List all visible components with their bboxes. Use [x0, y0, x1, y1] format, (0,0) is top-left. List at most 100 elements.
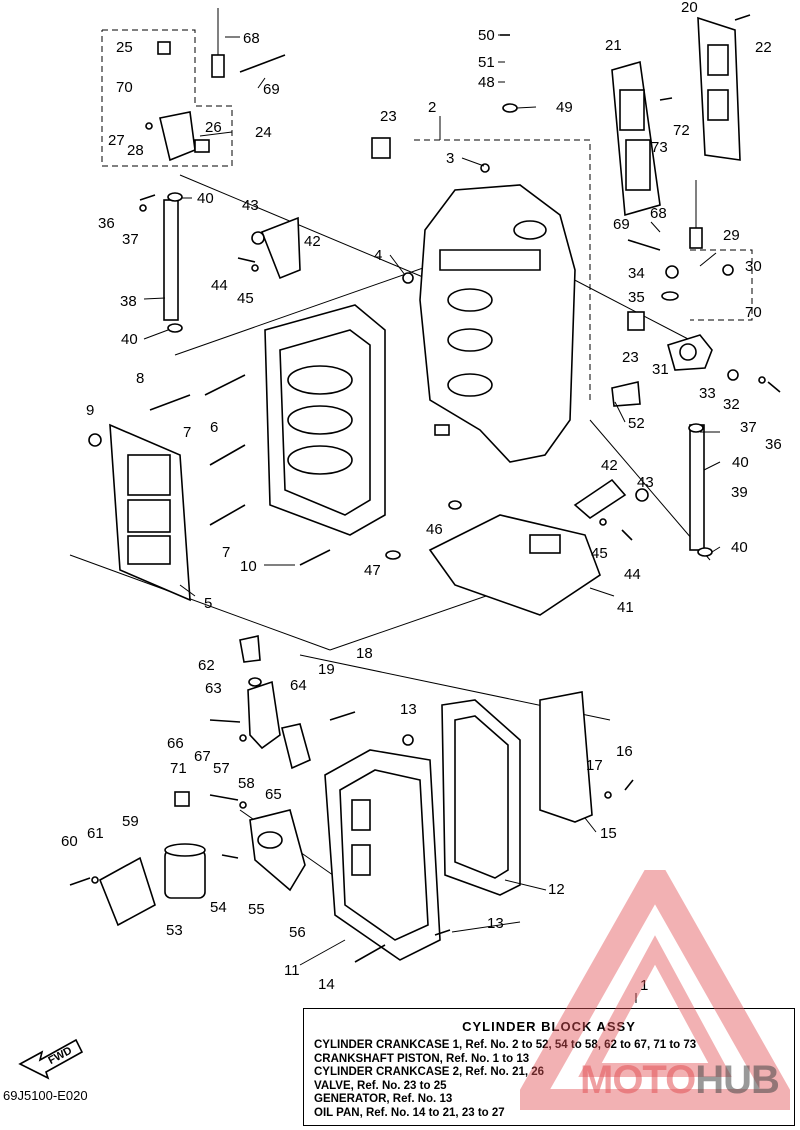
callout-label: 13 [400, 701, 417, 718]
exhaust-cover-part [611, 16, 741, 217]
leader-lines [143, 34, 721, 1003]
watermark-text-part-a: MOTO [580, 1058, 696, 1102]
callout-label: 21 [605, 37, 622, 54]
legend-box: CYLINDER BLOCK ASSY CYLINDER CRANKCASE 1… [303, 1008, 795, 1126]
elbow-part [239, 635, 311, 770]
bracket-part [260, 216, 641, 520]
callout-label: 43 [637, 474, 654, 491]
callout-label: 13 [487, 915, 504, 932]
crankcase-part [264, 304, 386, 536]
callout-label: 51 [478, 54, 495, 71]
callout-label: 20 [681, 0, 698, 16]
callout-label: 73 [651, 139, 668, 156]
callout-label: 48 [478, 74, 495, 91]
callout-label: 69 [263, 81, 280, 98]
callout-label: 46 [426, 521, 443, 538]
callout-label: 70 [116, 79, 133, 96]
callout-label: 45 [237, 290, 254, 307]
thermostat-part [371, 137, 713, 371]
callout-label: 68 [243, 30, 260, 47]
callout-label: 68 [650, 205, 667, 222]
callout-label: 27 [108, 132, 125, 149]
callout-label: 54 [210, 899, 227, 916]
callout-label: 29 [723, 227, 740, 244]
callout-label: 43 [242, 197, 259, 214]
lower-housing-part [324, 749, 441, 961]
callout-label: 56 [289, 924, 306, 941]
callout-label: 31 [652, 361, 669, 378]
plate-part [539, 691, 593, 823]
oil-pan-gasket-part [441, 699, 521, 896]
diagram-code: 69J5100-E020 [3, 1088, 88, 1103]
callout-label: 39 [731, 484, 748, 501]
callout-label: 8 [136, 370, 144, 387]
callout-label: 4 [374, 247, 382, 264]
callout-label: 69 [613, 216, 630, 233]
legend-line: VALVE, Ref. No. 23 to 25 [314, 1079, 447, 1092]
callout-label: 72 [673, 122, 690, 139]
fwd-arrow-icon: FWD [18, 1038, 84, 1080]
callout-label: 34 [628, 265, 645, 282]
callout-labels: 1 2 3 4 5 6 7 7 8 9 10 11 12 13 13 14 15… [61, 0, 782, 994]
pipe-part [163, 199, 705, 551]
legend-line: OIL PAN, Ref. No. 14 to 21, 23 to 27 [314, 1106, 505, 1119]
callout-label: 14 [318, 976, 335, 993]
callout-label: 42 [601, 457, 618, 474]
watermark-text-part-b: HUB [695, 1058, 780, 1102]
callout-label: 26 [205, 119, 222, 136]
callout-label: 9 [86, 402, 94, 419]
callout-label: 55 [248, 901, 265, 918]
callout-label: 65 [265, 786, 282, 803]
callout-label: 1 [640, 977, 648, 994]
callout-label: 19 [318, 661, 335, 678]
callout-label: 36 [98, 215, 115, 232]
callout-label: 5 [204, 595, 212, 612]
callout-label: 52 [628, 415, 645, 432]
washer-parts [91, 103, 766, 884]
legend-line: CYLINDER CRANKCASE 2, Ref. No. 21, 26 [314, 1066, 545, 1078]
legend-line: GENERATOR, Ref. No. 13 [314, 1093, 453, 1105]
callout-label: 30 [745, 258, 762, 275]
callout-label: 6 [210, 419, 218, 436]
callout-label: 11 [284, 962, 300, 979]
callout-label: 71 [170, 760, 187, 777]
legend-line: CYLINDER CRANKCASE 1, Ref. No. 2 to 52, … [314, 1039, 697, 1051]
gasket-part [428, 514, 601, 616]
callout-label: 36 [765, 436, 782, 453]
callout-label: 58 [238, 775, 255, 792]
callout-label: 23 [622, 349, 639, 366]
callout-label: 40 [731, 539, 748, 556]
callout-label: 38 [120, 293, 137, 310]
callout-label: 64 [290, 677, 307, 694]
callout-label: 40 [197, 190, 214, 207]
valve-cluster-part [157, 41, 210, 162]
callout-label: 32 [723, 396, 740, 413]
legend-lines: CYLINDER CRANKCASE 1, Ref. No. 2 to 52, … [314, 1039, 696, 1120]
callout-label: 42 [304, 233, 321, 250]
callout-label: 22 [755, 39, 772, 56]
callout-label: 62 [198, 657, 215, 674]
callout-label: 37 [122, 231, 139, 248]
callout-label: 16 [616, 743, 633, 760]
callout-label: 17 [586, 757, 603, 774]
callout-label: 45 [591, 545, 608, 562]
callout-label: 28 [127, 142, 144, 159]
callout-label: 40 [121, 331, 138, 348]
callout-label: 57 [213, 760, 230, 777]
sensor-part [174, 8, 703, 807]
callout-label: 12 [548, 881, 565, 898]
cover-plate-part [109, 423, 191, 602]
callout-label: 44 [211, 277, 228, 294]
callout-label: 61 [87, 825, 104, 842]
callout-label: 23 [380, 108, 397, 125]
callout-label: 49 [556, 99, 573, 116]
callout-label: 63 [205, 680, 222, 697]
callout-label: 35 [628, 289, 645, 306]
callout-label: 7 [222, 544, 230, 561]
callout-label: 53 [166, 922, 183, 939]
callout-label: 3 [446, 150, 454, 167]
cylinder-block-part [419, 184, 576, 463]
callout-label: 59 [122, 813, 139, 830]
callout-label: 7 [183, 424, 191, 441]
